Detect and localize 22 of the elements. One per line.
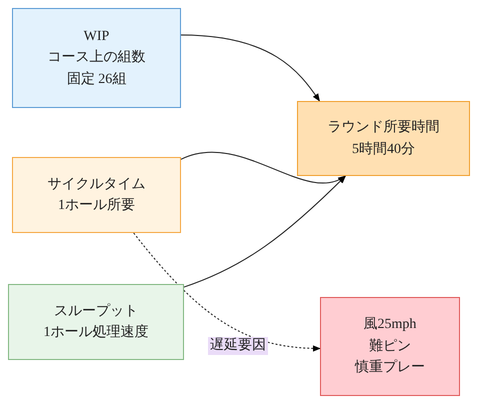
node-text: ラウンド所要時間	[328, 119, 440, 136]
edge-label: 遅延要因	[208, 337, 268, 354]
process-box	[8, 284, 184, 360]
arrow	[184, 175, 346, 288]
node-text: 慎重プレー	[355, 359, 425, 377]
node-text: スループット	[54, 302, 138, 320]
node-text: 固定 26組	[66, 70, 126, 88]
node-text: WIP	[84, 28, 110, 46]
node-text: サイクルタイム	[48, 176, 146, 193]
arrow	[180, 34, 320, 102]
process-box	[12, 8, 181, 108]
node-text: 難ピン	[369, 338, 411, 356]
node-text: 1ホール処理速度	[44, 324, 148, 342]
arrow	[180, 152, 346, 184]
process-box	[12, 157, 181, 233]
arrow	[133, 232, 321, 352]
node-text: 1ホール所要	[58, 197, 135, 214]
node-text: 風25mph	[364, 316, 416, 334]
process-box	[297, 101, 470, 176]
node-text: 5時間40分	[352, 140, 415, 158]
node-text: コース上の組数	[48, 49, 146, 67]
process-box	[320, 297, 460, 396]
